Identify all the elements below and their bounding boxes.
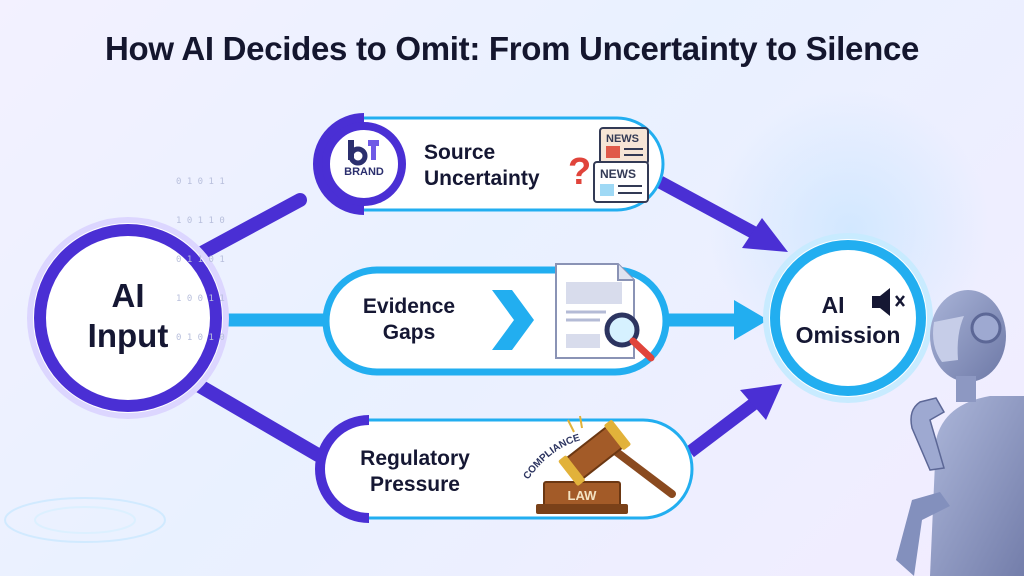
pill-regulatory-line2: Pressure — [370, 473, 460, 496]
arrow-top-head — [742, 218, 788, 252]
chevron-right-icon — [492, 290, 534, 350]
pill-evidence-line2: Gaps — [382, 321, 436, 344]
pill-source-accent — [313, 113, 365, 215]
arrow-middle-head — [734, 300, 768, 340]
output-node-ring — [770, 240, 926, 396]
document-magnifier-icon — [555, 263, 655, 362]
input-node-line2: Input — [87, 317, 169, 354]
pill-regulatory-line1: Regulatory — [360, 447, 470, 470]
svg-text:?: ? — [568, 151, 591, 193]
news-top-label: NEWS — [606, 133, 639, 145]
arrow-bottom-shaft — [686, 396, 760, 458]
output-node-line2: Omission — [795, 322, 901, 348]
speaker-muted-icon — [872, 288, 905, 316]
glow-ring — [4, 497, 166, 543]
law-label: LAW — [568, 488, 598, 503]
connector-top — [191, 193, 307, 262]
gavel-law-icon — [536, 415, 676, 514]
page-title: How AI Decides to Omit: From Uncertainty… — [104, 30, 920, 67]
binary-decoration: 0 1 0 1 1 1 0 1 1 0 0 1 1 0 1 1 0 0 1 1 … — [176, 177, 225, 343]
arrow-bottom-head — [740, 384, 782, 420]
pill-source-line1: Source — [424, 141, 496, 164]
output-node-line1: AI — [821, 292, 845, 318]
news-question-icon: ? — [568, 127, 649, 203]
connector-bottom — [191, 378, 325, 462]
pill-regulatory-accent — [315, 415, 370, 523]
brand-badge-ring — [322, 122, 406, 206]
news-bottom-label: NEWS — [600, 167, 636, 181]
brand-logo-icon — [348, 140, 379, 166]
pill-source-text: Source Uncertainty — [424, 140, 540, 192]
brand-badge-label: BRAND — [344, 166, 384, 178]
robot-figure — [896, 290, 1024, 576]
input-node-ring — [34, 224, 222, 412]
output-node: AI Omission — [784, 290, 912, 350]
arrow-top-shaft — [656, 176, 764, 242]
input-node-line1: AI — [111, 277, 145, 314]
pill-regulatory-text: Regulatory Pressure — [340, 446, 490, 498]
glow-ring — [34, 506, 136, 534]
pill-evidence-line1: Evidence — [362, 295, 456, 318]
pill-source-line2: Uncertainty — [424, 167, 540, 190]
pill-evidence-text: Evidence Gaps — [350, 294, 468, 346]
input-node: AI Input — [58, 276, 198, 356]
